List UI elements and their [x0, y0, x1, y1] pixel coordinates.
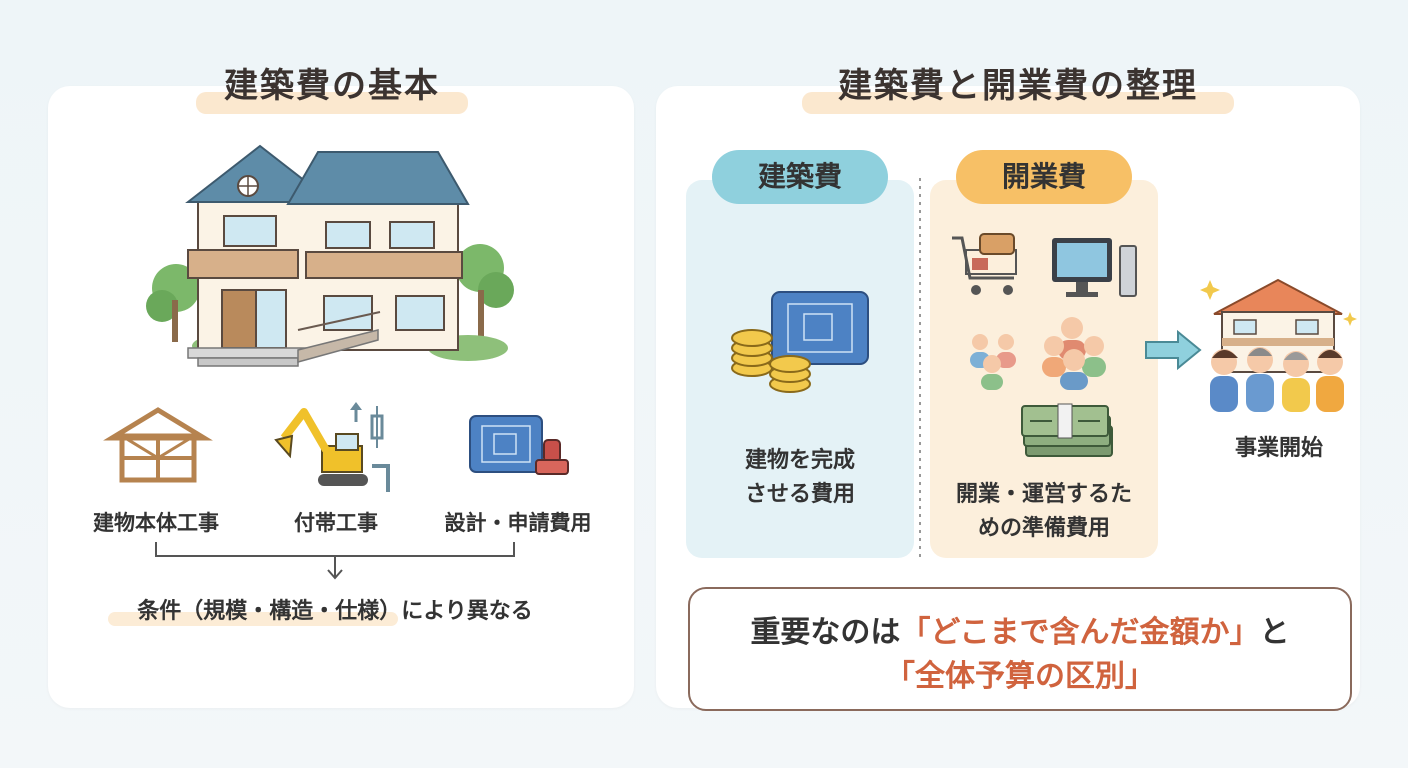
left-title: 建築費の基本 — [224, 66, 440, 106]
left-title-highlight — [196, 92, 468, 114]
note-line-1: 重要なのは「どこまで含んだ金額か」と — [690, 607, 1350, 651]
right-title: 建築費と開業費の整理 — [838, 66, 1198, 106]
construction-desc-2: させる費用 — [744, 482, 855, 507]
conclusion-highlight — [108, 612, 398, 626]
shopping-cart-icon — [952, 233, 1017, 295]
coins-blueprint-icon — [731, 291, 869, 393]
note-highlight-1: 「どこまで含んだ金額か」 — [900, 615, 1260, 650]
house-illustration — [146, 144, 514, 367]
item-label-building: 建物本体工事 — [93, 511, 219, 535]
right-title-highlight — [802, 92, 1234, 114]
left-conclusion: 条件（規模・構造・仕様）により異なる — [137, 599, 533, 624]
arrow-right-icon — [1145, 329, 1202, 371]
column-divider — [919, 178, 921, 558]
item-label-design: 設計・申請費用 — [444, 511, 592, 535]
construction-desc-1: 建物を完成 — [744, 448, 855, 473]
business-start-label: 事業開始 — [1234, 436, 1323, 461]
excavator-icon — [274, 402, 390, 492]
note-box: 重要なのは「どこまで含んだ金額か」と 「全体予算の区別」 — [688, 587, 1352, 711]
blueprint-stamp-icon — [469, 415, 569, 475]
business-start-illustration — [1200, 278, 1357, 412]
money-icon — [1021, 403, 1113, 457]
people-icon — [970, 317, 1106, 390]
opening-desc-1: 開業・運営するた — [955, 482, 1132, 507]
house-frame-icon — [103, 407, 213, 483]
bracket-arrow — [155, 542, 515, 580]
note-prefix: 重要なのは — [750, 615, 901, 650]
item-label-ancillary: 付帯工事 — [294, 511, 378, 535]
note-suffix: と — [1259, 615, 1290, 650]
construction-pill: 建築費 — [712, 150, 888, 204]
computer-icon — [1052, 238, 1137, 297]
opening-desc-2: めの準備費用 — [977, 516, 1110, 541]
note-line-2: 「全体予算の区別」 — [885, 659, 1155, 694]
opening-pill: 開業費 — [956, 150, 1132, 204]
